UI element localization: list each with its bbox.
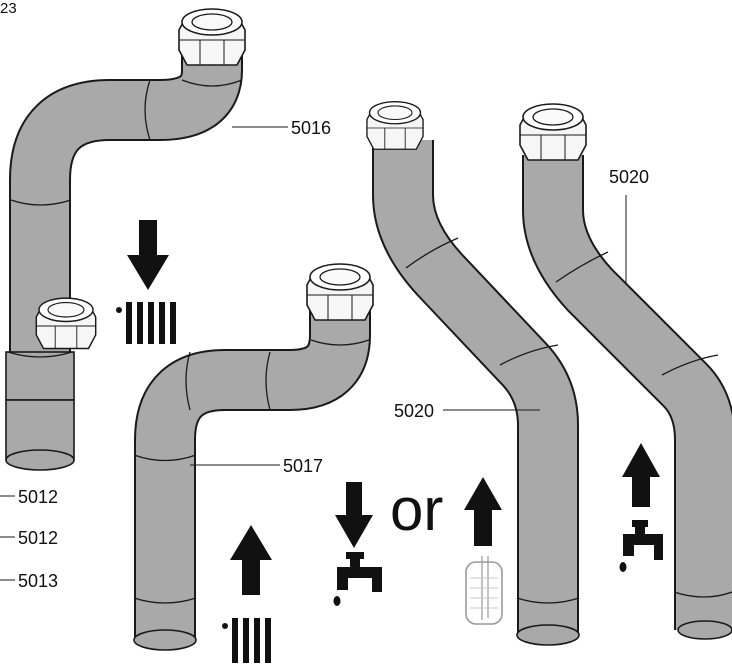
label-5020-middle: 5020	[394, 401, 434, 421]
pipe-5017	[133, 263, 374, 651]
label-5013: 5013	[18, 571, 58, 591]
label-5012-b: 5012	[18, 528, 58, 548]
water-tank-icon	[465, 556, 503, 625]
water-tap-icon	[619, 520, 663, 572]
label-5017: 5017	[283, 456, 323, 476]
pipe-5020-right	[519, 103, 732, 640]
arrow-up-icon	[230, 525, 272, 595]
or-connector: or	[390, 476, 443, 543]
radiator-icon	[222, 618, 271, 663]
radiator-icon	[116, 302, 176, 344]
arrow-down-icon	[127, 220, 169, 290]
arrow-up-icon	[464, 477, 502, 546]
water-tap-icon	[333, 552, 382, 606]
label-5012-a: 5012	[18, 487, 58, 507]
label-5020-right: 5020	[609, 167, 649, 187]
pipe-5016	[5, 8, 246, 471]
arrow-up-icon	[622, 443, 660, 507]
arrow-down-icon	[335, 482, 373, 548]
pipe-5020-middle	[366, 100, 580, 646]
figure-number: 23	[0, 0, 17, 17]
label-5016: 5016	[291, 118, 331, 138]
